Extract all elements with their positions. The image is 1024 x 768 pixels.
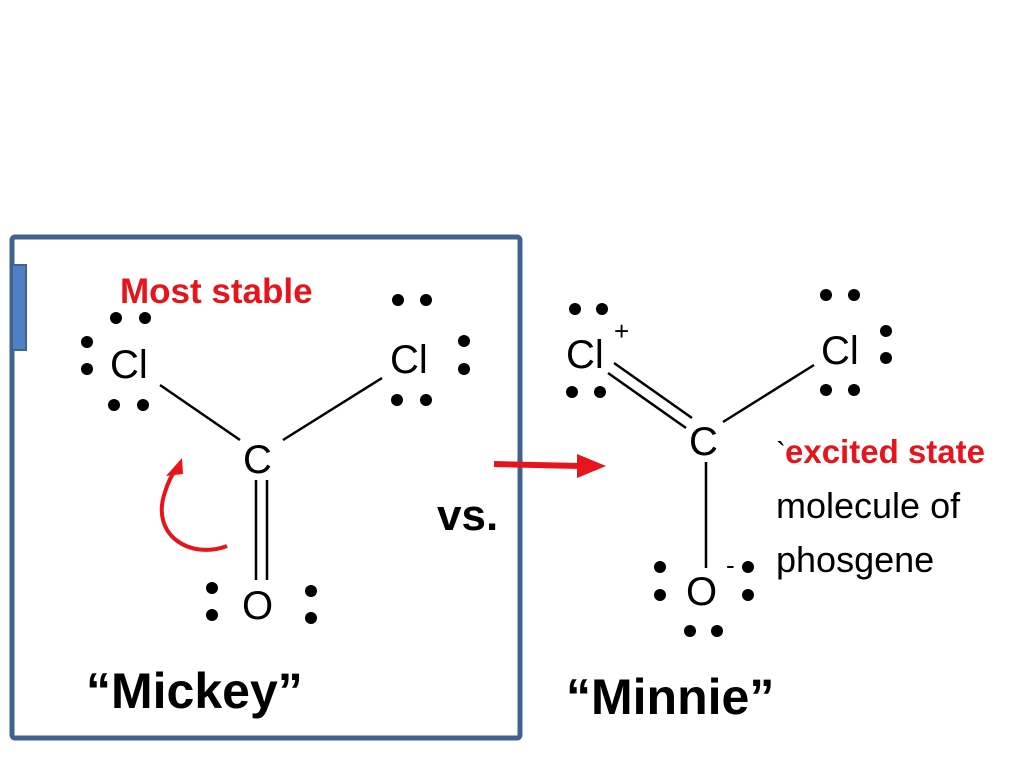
atom-c-minnie: C <box>689 420 718 464</box>
lone-pairs-o-minnie <box>654 561 754 637</box>
lone-pairs-cl-left <box>81 312 151 411</box>
atom-o: O <box>242 584 273 628</box>
caption-mark: ` <box>776 437 786 470</box>
caption-line-phosgene: phosgene <box>776 539 934 580</box>
atom-cl-left: Cl <box>110 343 148 387</box>
right-arrow-icon <box>493 454 606 478</box>
frame-tab <box>11 264 27 351</box>
excited-state-label: excited state <box>785 433 985 470</box>
lone-pairs-o <box>206 582 317 624</box>
caption-line-molecule: molecule of <box>776 485 961 526</box>
atom-o-minnie: O <box>686 570 717 614</box>
bond-cl-c-right <box>282 376 383 442</box>
atom-cl-left-minnie: Cl <box>566 333 604 377</box>
atom-cl-right: Cl <box>390 338 428 382</box>
charge-plus: + <box>614 316 629 346</box>
lone-pairs-cl-right-minnie <box>820 289 892 396</box>
bond-c-cl-right <box>722 363 815 424</box>
double-bond-cl-c-2 <box>607 371 687 430</box>
bond-cl-c-left <box>159 383 241 442</box>
vs-label: vs. <box>437 491 498 540</box>
curved-arrow-icon <box>159 458 228 552</box>
mickey-nickname: “Mickey” <box>86 663 303 719</box>
minnie-nickname: “Minnie” <box>566 669 774 725</box>
lone-pairs-cl-right <box>391 294 470 406</box>
atom-cl-right-minnie: Cl <box>821 329 859 373</box>
atom-c: C <box>243 438 272 482</box>
structure-frame <box>9 234 523 741</box>
lone-pairs-cl-left-minnie <box>566 303 608 398</box>
most-stable-label: Most stable <box>120 272 313 311</box>
charge-minus: - <box>726 550 735 580</box>
double-bond-cl-c-1 <box>613 361 693 420</box>
